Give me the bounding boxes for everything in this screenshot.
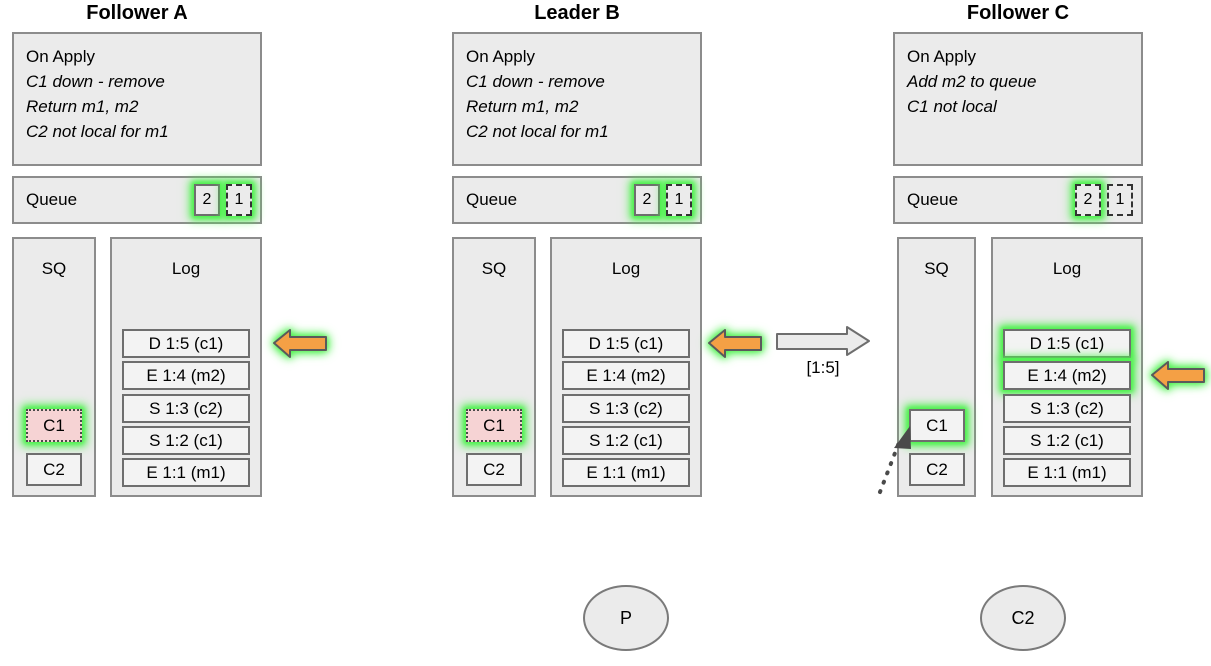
log-entry-4-leader-b[interactable]: E 1:1 (m1) [562,458,690,487]
queue-chip-2[interactable]: 2 [1075,184,1101,216]
apply-pointer-arrow-leader-b [707,324,763,364]
sq-label: SQ [924,259,949,278]
sq-item-c2-follower-a[interactable]: C2 [26,453,82,486]
apply-line-1: C1 down - remove [26,72,165,91]
node-title-follower-c: Follower C [966,2,1070,24]
actor-ellipse-p[interactable]: P [583,585,669,651]
sq-item-c1-leader-b[interactable]: C1 [466,409,522,442]
actor-ellipse-c2[interactable]: C2 [980,585,1066,651]
log-entry-2-follower-a[interactable]: S 1:3 (c2) [122,394,250,423]
apply-pointer-arrow-follower-c [1150,356,1206,396]
queue-label: Queue [466,190,518,209]
apply-header: On Apply [466,47,535,66]
queue-label: Queue [907,190,959,209]
log-entry-0-follower-c[interactable]: D 1:5 (c1) [1003,329,1131,358]
apply-line-3: C2 not local for m1 [466,122,609,141]
sq-label: SQ [481,259,507,278]
apply-header: On Apply [907,47,976,66]
log-entry-3-follower-a[interactable]: S 1:2 (c1) [122,426,250,455]
apply-box-leader-b: On Apply C1 down - remove Return m1, m2 … [452,32,702,166]
apply-box-follower-a: On Apply C1 down - remove Return m1, m2 … [12,32,262,166]
sq-item-c1-follower-c[interactable]: C1 [909,409,965,442]
log-label: Log [611,259,641,278]
apply-pointer-arrow-follower-a [272,324,328,364]
log-entry-4-follower-c[interactable]: E 1:1 (m1) [1003,458,1131,487]
apply-header: On Apply [26,47,95,66]
node-title-leader-b: Leader B [534,2,620,24]
log-label: Log [171,259,201,278]
apply-line-2: Return m1, m2 [26,97,139,116]
sq-item-c2-leader-b[interactable]: C2 [466,453,522,486]
queue-box-leader-b: Queue 2 1 [452,176,702,224]
log-entry-1-follower-c[interactable]: E 1:4 (m2) [1003,361,1131,390]
sq-item-c2-follower-c[interactable]: C2 [909,453,965,486]
queue-chip-1[interactable]: 1 [1107,184,1133,216]
apply-line-3: C2 not local for m1 [26,122,169,141]
queue-chips: 2 1 [194,184,252,216]
queue-box-follower-c: Queue 2 1 [893,176,1143,224]
queue-label: Queue [26,190,78,209]
queue-chip-1[interactable]: 1 [226,184,252,216]
sq-item-c1-follower-a[interactable]: C1 [26,409,82,442]
apply-line-1: C1 down - remove [466,72,605,91]
apply-line-2: Return m1, m2 [466,97,579,116]
log-entry-3-follower-c[interactable]: S 1:2 (c1) [1003,426,1131,455]
apply-line-2: C1 not local [907,97,997,116]
replication-arrow-b-to-c [775,324,871,358]
sq-dotted-arrow-follower-c [866,400,926,500]
apply-line-1: Add m2 to queue [907,72,1037,91]
log-entry-1-follower-a[interactable]: E 1:4 (m2) [122,361,250,390]
log-entry-2-leader-b[interactable]: S 1:3 (c2) [562,394,690,423]
log-entry-4-follower-a[interactable]: E 1:1 (m1) [122,458,250,487]
log-entry-0-follower-a[interactable]: D 1:5 (c1) [122,329,250,358]
queue-chip-1[interactable]: 1 [666,184,692,216]
queue-box-follower-a: Queue 2 1 [12,176,262,224]
log-entry-1-leader-b[interactable]: E 1:4 (m2) [562,361,690,390]
queue-chips: 2 1 [1075,184,1133,216]
log-entry-3-leader-b[interactable]: S 1:2 (c1) [562,426,690,455]
log-label: Log [1052,259,1082,278]
queue-chips: 2 1 [634,184,692,216]
queue-chip-2[interactable]: 2 [634,184,660,216]
sq-label: SQ [41,259,67,278]
node-title-follower-a: Follower A [86,2,188,24]
apply-box-follower-c: On Apply Add m2 to queue C1 not local [893,32,1143,166]
log-entry-0-leader-b[interactable]: D 1:5 (c1) [562,329,690,358]
replication-arrow-label: [1:5] [806,358,840,377]
queue-chip-2[interactable]: 2 [194,184,220,216]
log-entry-2-follower-c[interactable]: S 1:3 (c2) [1003,394,1131,423]
